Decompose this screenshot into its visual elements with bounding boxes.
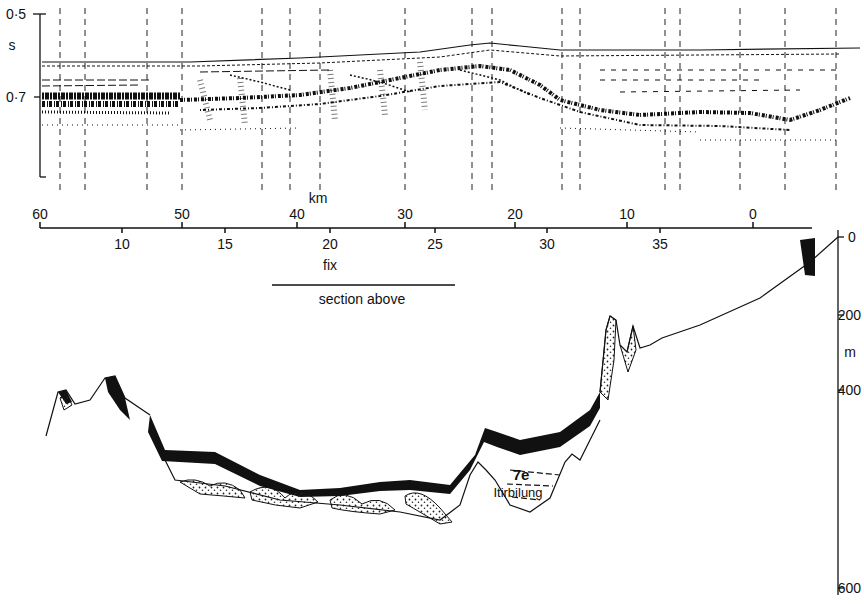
axis-unit: m [844,345,856,359]
depth-tick-label: 200 [838,308,861,322]
depth-tick-label: 600 [838,581,861,595]
fix-tick-label: 20 [322,237,338,251]
km-tick-label: 50 [174,207,190,221]
axis-unit: km [309,191,328,205]
axis-label: 0·7 [6,90,26,104]
axis-unit: s [9,38,16,52]
fix-tick-label: 30 [539,237,555,251]
fix-tick-label: 15 [217,237,233,251]
km-tick-label: 60 [32,207,48,221]
fix-tick-label: 10 [114,237,130,251]
profile-number: 7e [513,467,530,482]
fix-tick-label: 35 [652,237,668,251]
section-note: section above [319,292,405,306]
km-tick-label: 30 [397,207,413,221]
depth-tick-label: 400 [838,383,861,397]
km-tick-label: 10 [619,207,635,221]
fix-tick-label: 25 [427,237,443,251]
place-name: Itirbilung [493,486,542,499]
axis-title: fix [323,258,337,272]
km-tick-label: 40 [289,207,305,221]
km-tick-label: 20 [507,207,523,221]
depth-tick-label: 0 [848,230,856,244]
km-tick-label: 0 [749,207,757,221]
axis-label: 0·5 [6,7,26,21]
